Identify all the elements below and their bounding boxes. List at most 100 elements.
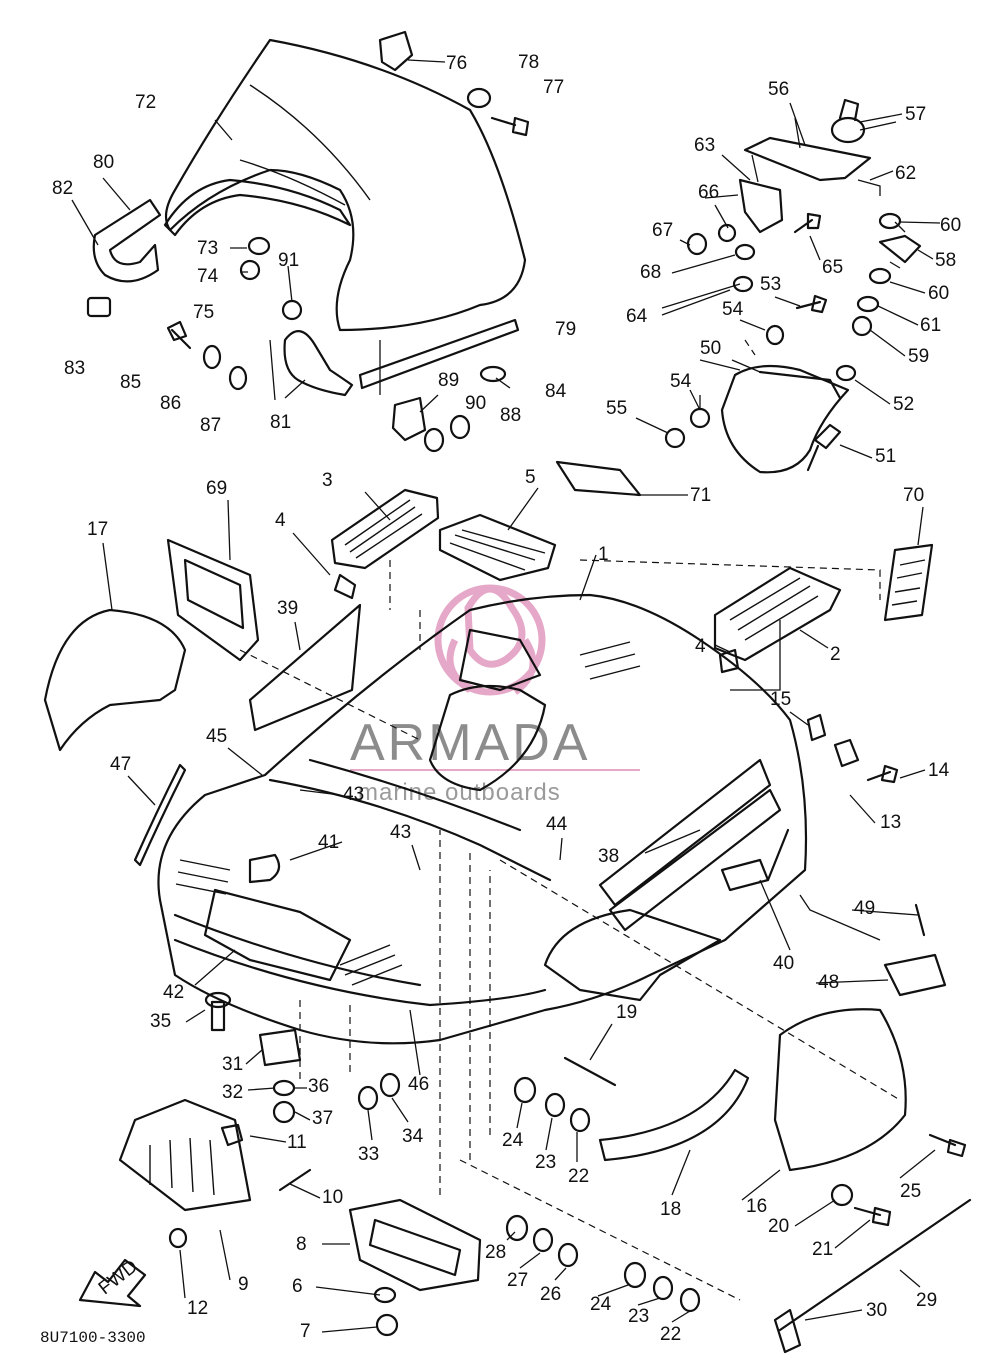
callout-74: 74 — [197, 266, 219, 287]
callout-65: 65 — [822, 257, 843, 278]
callout-14: 14 — [928, 760, 950, 781]
callout-26: 26 — [540, 1284, 561, 1305]
lower-parts — [118, 713, 972, 1354]
callout-57: 57 — [905, 104, 926, 125]
callout-61: 61 — [920, 315, 941, 336]
callout-5: 5 — [525, 467, 536, 488]
callout-24: 24 — [502, 1130, 524, 1151]
callout-29: 29 — [916, 1290, 937, 1311]
callout-45: 45 — [206, 726, 227, 747]
assembly-lines — [239, 339, 901, 1301]
callout-1: 1 — [598, 544, 609, 565]
cable-19 — [563, 1056, 617, 1087]
panel-39 — [248, 603, 362, 732]
callout-labels: 1 2 3 4 4 5 6 7 8 9 10 11 12 13 14 15 16… — [52, 52, 961, 1345]
callout-64: 64 — [626, 306, 648, 327]
callout-44: 44 — [546, 814, 568, 835]
callout-11: 11 — [287, 1132, 307, 1153]
grommet-83 — [86, 296, 112, 318]
hood-body — [43, 593, 907, 1172]
callout-41: 41 — [318, 832, 339, 853]
bracket-80-82 — [92, 198, 162, 283]
callout-43: 43 — [343, 784, 364, 805]
callout-30: 30 — [866, 1300, 887, 1321]
fwd-arrow-icon: FWD — [78, 1256, 147, 1308]
callout-9: 9 — [238, 1274, 249, 1295]
trim-strip-47 — [133, 763, 187, 867]
small-hardware — [168, 713, 967, 1354]
callout-60: 60 — [940, 215, 961, 236]
bolt-51 — [806, 423, 842, 472]
vent-5 — [438, 513, 557, 582]
callout-89: 89 — [438, 370, 459, 391]
watermark-emblem-icon — [434, 584, 546, 696]
callout-53: 53 — [760, 274, 781, 295]
callout-22: 22 — [660, 1324, 681, 1345]
hood-window-42 — [203, 888, 352, 982]
callout-27: 27 — [507, 1270, 528, 1291]
fasteners-left — [166, 87, 530, 453]
callout-17: 17 — [87, 519, 108, 540]
drawing-code: 8U7100-3300 — [40, 1329, 146, 1347]
bracket-81 — [283, 330, 354, 397]
callout-54: 54 — [722, 299, 744, 320]
callout-37: 37 — [312, 1108, 333, 1129]
callout-62: 62 — [895, 163, 916, 184]
callout-51: 51 — [875, 446, 896, 467]
callout-50: 50 — [700, 338, 721, 359]
callout-86: 86 — [160, 393, 181, 414]
hood-ridge-43 — [268, 778, 552, 882]
callout-28: 28 — [485, 1242, 506, 1263]
windshield-trim — [163, 178, 352, 237]
decal-71 — [555, 460, 642, 497]
hood-shell — [157, 593, 808, 1045]
callout-77: 77 — [543, 77, 564, 98]
clip-76 — [378, 30, 414, 72]
callout-20: 20 — [768, 1216, 789, 1237]
callout-76: 76 — [446, 53, 467, 74]
callout-2: 2 — [830, 644, 841, 665]
cap-bracket-group — [661, 98, 922, 474]
callout-91: 91 — [278, 250, 299, 271]
callout-25: 25 — [900, 1181, 921, 1202]
callout-4: 4 — [695, 636, 706, 657]
callout-12: 12 — [187, 1298, 208, 1319]
callout-31: 31 — [222, 1054, 243, 1075]
callout-87: 87 — [200, 415, 221, 436]
callout-43: 43 — [390, 822, 411, 843]
support-18 — [598, 1068, 750, 1162]
callout-6: 6 — [292, 1276, 303, 1297]
watermark-title: ARMADA — [350, 714, 590, 772]
callout-19: 19 — [616, 1002, 637, 1023]
callout-23: 23 — [628, 1306, 649, 1327]
callout-3: 3 — [322, 470, 333, 491]
watermark-logo: ARMADA marine outboards — [350, 584, 640, 806]
callout-10: 10 — [322, 1187, 343, 1208]
bracket-63 — [738, 178, 784, 234]
callout-32: 32 — [222, 1082, 243, 1103]
emblem-40 — [720, 858, 770, 892]
fwd-label: FWD — [95, 1256, 142, 1299]
callout-63: 63 — [694, 135, 715, 156]
callout-59: 59 — [908, 346, 929, 367]
leader-lines — [102, 102, 941, 1333]
callout-38: 38 — [598, 846, 619, 867]
windshield — [164, 38, 527, 332]
callout-18: 18 — [660, 1199, 681, 1220]
frame-69 — [166, 538, 260, 662]
callout-7: 7 — [300, 1321, 311, 1342]
fasteners-right — [664, 212, 902, 449]
callout-42: 42 — [163, 982, 184, 1003]
callout-80: 80 — [93, 152, 114, 173]
callout-58: 58 — [935, 250, 956, 271]
callout-13: 13 — [880, 812, 901, 833]
callout-35: 35 — [150, 1011, 171, 1032]
cable-29 — [778, 1198, 972, 1332]
callout-71: 71 — [690, 485, 711, 506]
callout-88: 88 — [500, 405, 521, 426]
callout-33: 33 — [358, 1144, 379, 1165]
callout-82: 82 — [52, 178, 73, 199]
vent-3 — [330, 488, 440, 570]
callout-15: 15 — [770, 689, 791, 710]
callout-24: 24 — [590, 1294, 612, 1315]
